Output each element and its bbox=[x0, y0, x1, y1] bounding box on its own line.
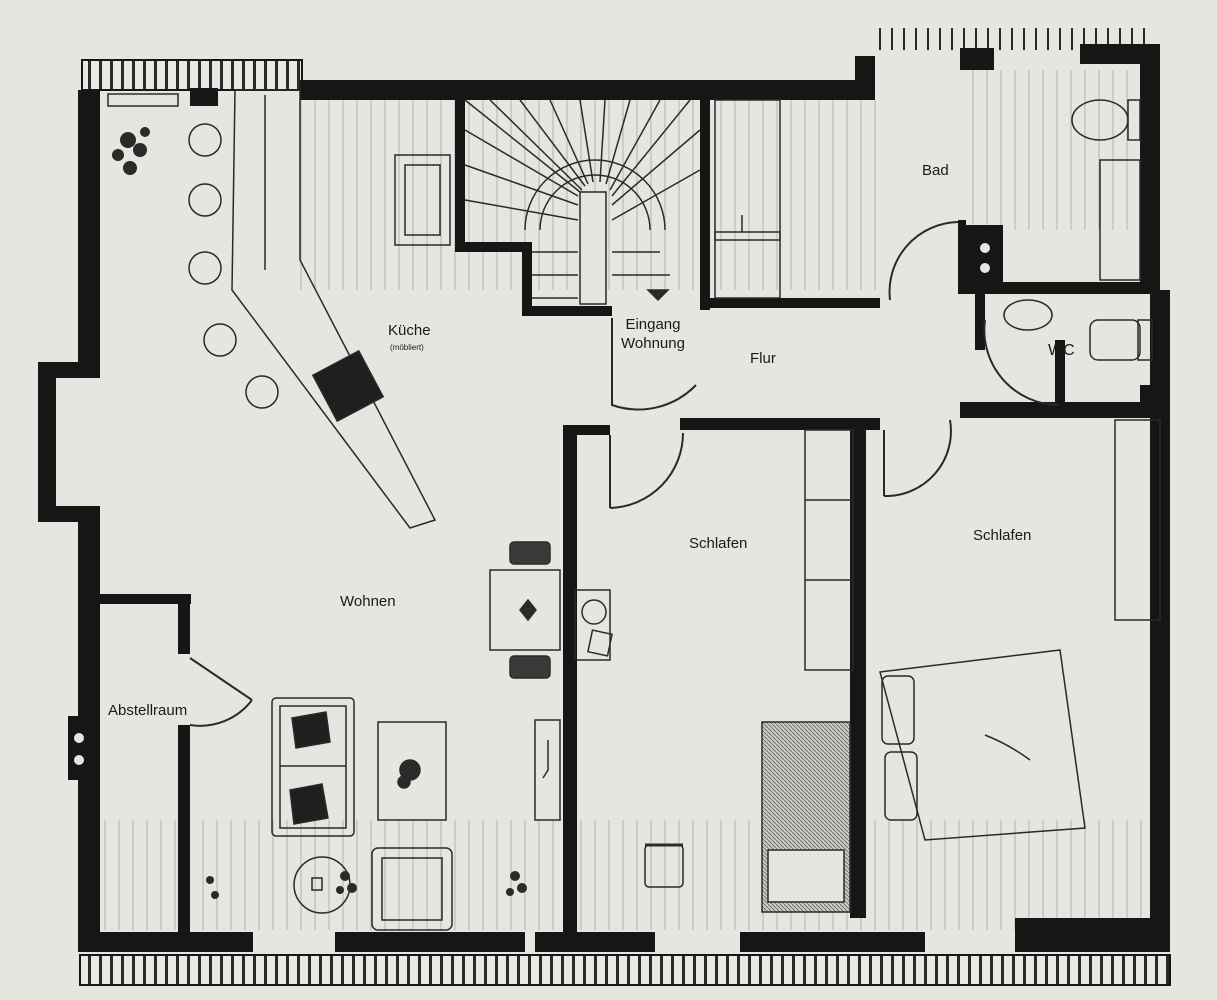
living-furniture bbox=[271, 541, 561, 931]
abstellraum-fixture bbox=[68, 716, 90, 780]
shower-valves bbox=[980, 243, 990, 273]
room-label-eingang-line1: Eingang bbox=[625, 316, 681, 333]
bottom-roof-band bbox=[79, 954, 1171, 986]
room-label-bad: Bad bbox=[922, 162, 949, 179]
bath-fixtures bbox=[714, 99, 1153, 361]
room-label-abstellraum: Abstellraum bbox=[108, 702, 188, 719]
room-label-wc: WC bbox=[1048, 342, 1075, 359]
bedroom1-furniture bbox=[574, 429, 854, 913]
room-label-schlafen-1: Schlafen bbox=[689, 535, 748, 552]
staircase bbox=[464, 99, 701, 305]
room-label-kueche: Küche bbox=[388, 322, 431, 339]
room-label-schlafen-2: Schlafen bbox=[973, 527, 1032, 544]
room-label-eingang: Eingang Wohnung bbox=[621, 315, 685, 353]
room-label-eingang-line2: Wohnung bbox=[621, 335, 685, 352]
room-label-wohnen: Wohnen bbox=[340, 593, 396, 610]
door-swings bbox=[189, 221, 1059, 727]
room-label-flur: Flur bbox=[750, 350, 776, 367]
top-roof-band bbox=[81, 59, 303, 91]
kitchen-furniture bbox=[107, 89, 451, 529]
plant-icon-kitchen bbox=[112, 127, 150, 175]
bedroom2-furniture bbox=[879, 419, 1161, 841]
room-label-kueche-note: (möbliert) bbox=[390, 343, 424, 352]
plant-icon-living bbox=[206, 871, 527, 899]
